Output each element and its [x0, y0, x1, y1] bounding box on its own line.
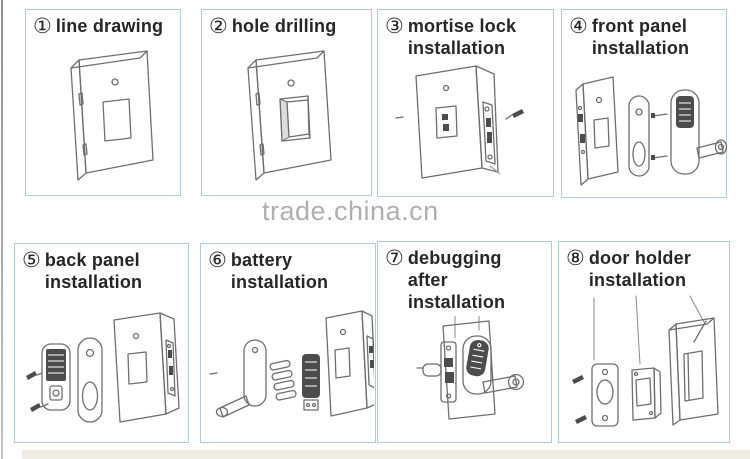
step-title-2: ② hole drilling [209, 15, 365, 38]
left-edge-line [1, 0, 3, 459]
step-label-3: mortise lock installation [407, 16, 517, 58]
step-number-8: ⑧ [566, 247, 585, 270]
step-title-5: ⑤ back panel installation [22, 249, 182, 294]
step-label-2: hole drilling [231, 16, 337, 36]
step-panel-7: ⑦ debugging after installation [377, 241, 552, 443]
step-title-6: ⑥ battery installation [208, 249, 369, 294]
step-panel-1: ① line drawing [25, 9, 181, 196]
step-title-8: ⑧ door holder installation [566, 247, 723, 292]
line-drawing-illustration [70, 50, 154, 181]
debugging-illustration [416, 315, 525, 420]
step-label-8: door holder installation [588, 248, 692, 290]
hole-drilling-illustration [247, 50, 332, 181]
step-title-3: ③ mortise lock installation [385, 15, 547, 60]
watermark: trade.china.cn [262, 196, 439, 226]
step-number-4: ④ [569, 15, 588, 38]
bottom-edge-strip [22, 450, 750, 459]
front-panel-illustration [575, 76, 727, 186]
step-label-1: line drawing [55, 16, 164, 36]
step-label-5: back panel installation [44, 250, 143, 292]
step-panel-6: ⑥ battery installation [200, 243, 376, 443]
back-panel-illustration [26, 312, 180, 423]
door-holder-illustration [572, 295, 719, 427]
step-panel-8: ⑧ door holder installation [558, 241, 730, 443]
step-panel-3: ③ mortise lock installation [377, 9, 554, 197]
step-label-4: front panel installation [591, 16, 690, 58]
step-title-7: ⑦ debugging after installation [385, 247, 545, 314]
step-number-1: ① [33, 15, 52, 38]
battery-installation-illustration [209, 310, 374, 418]
step-panel-4: ④ front panel installation [561, 9, 727, 198]
step-number-6: ⑥ [208, 249, 227, 272]
step-number-5: ⑤ [22, 249, 41, 272]
step-label-7: debugging after installation [407, 248, 506, 312]
step-title-1: ① line drawing [33, 15, 174, 38]
step-number-3: ③ [385, 15, 404, 38]
step-number-2: ② [209, 15, 228, 38]
step-number-7: ⑦ [385, 247, 404, 270]
step-label-6: battery installation [230, 250, 329, 292]
step-panel-5: ⑤ back panel installation [14, 243, 189, 443]
step-title-4: ④ front panel installation [569, 15, 720, 60]
step-panel-2: ② hole drilling [201, 9, 372, 196]
mortise-lock-illustration [395, 65, 524, 179]
